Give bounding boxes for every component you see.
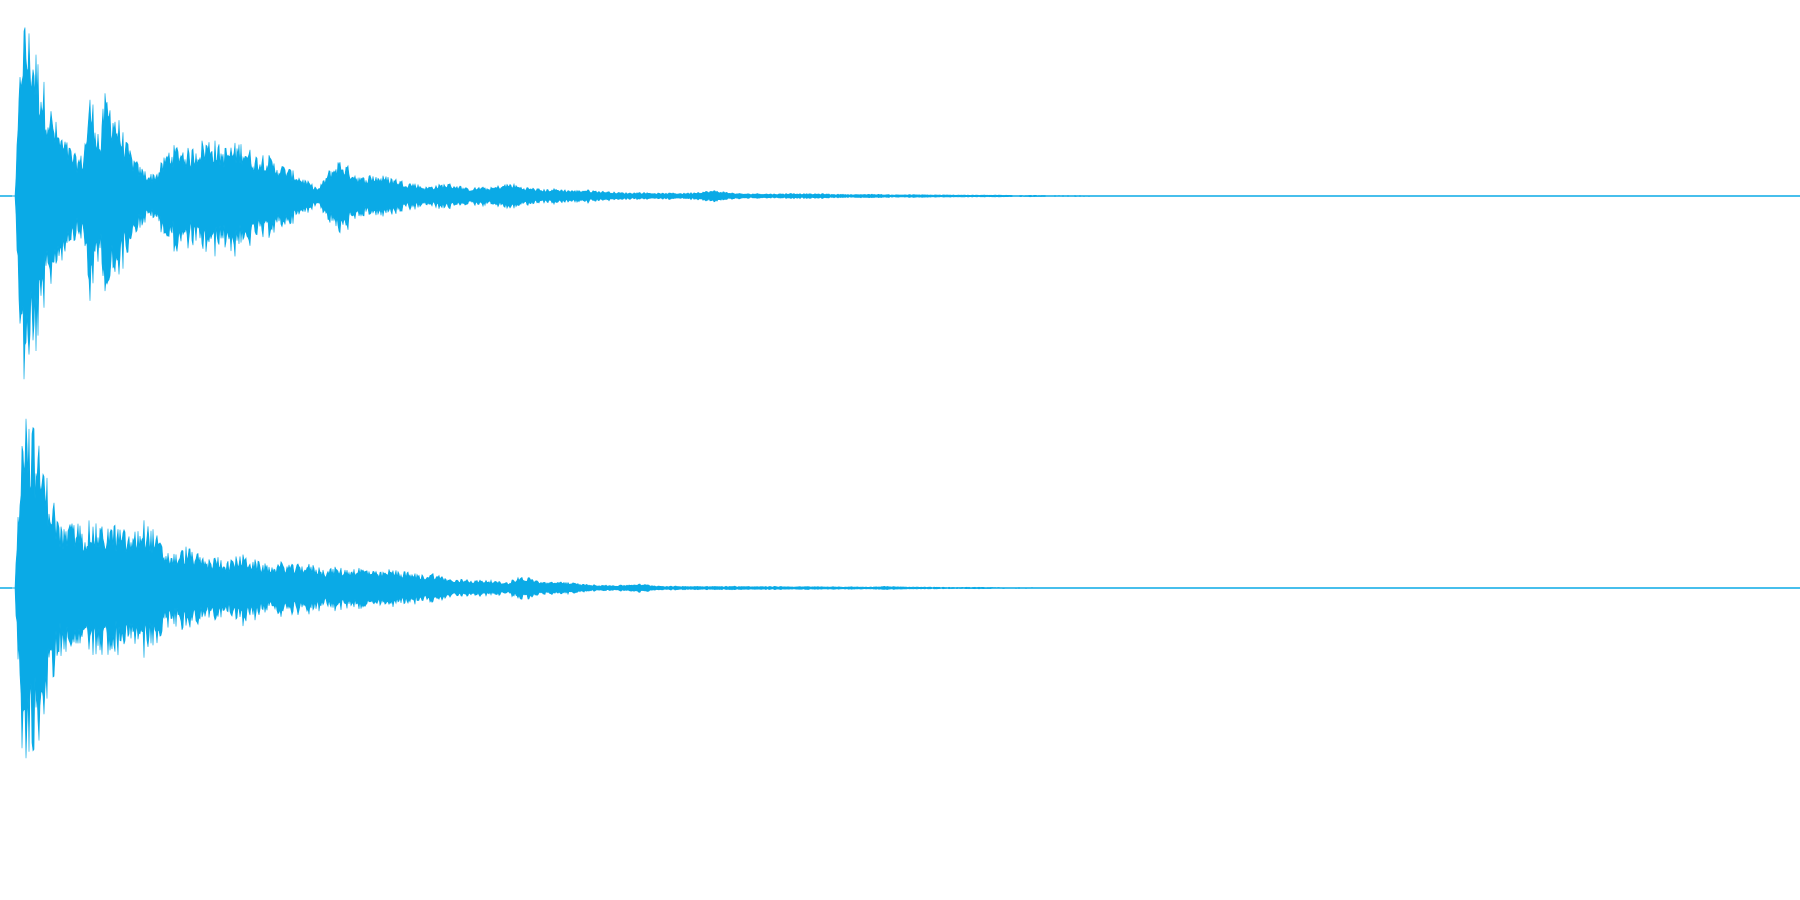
channel-waveform-bottom bbox=[0, 418, 1800, 759]
channel-waveform-top bbox=[0, 27, 1800, 380]
channel-waveform-shape bbox=[14, 27, 1800, 380]
channel-waveform-shape bbox=[14, 418, 1800, 759]
